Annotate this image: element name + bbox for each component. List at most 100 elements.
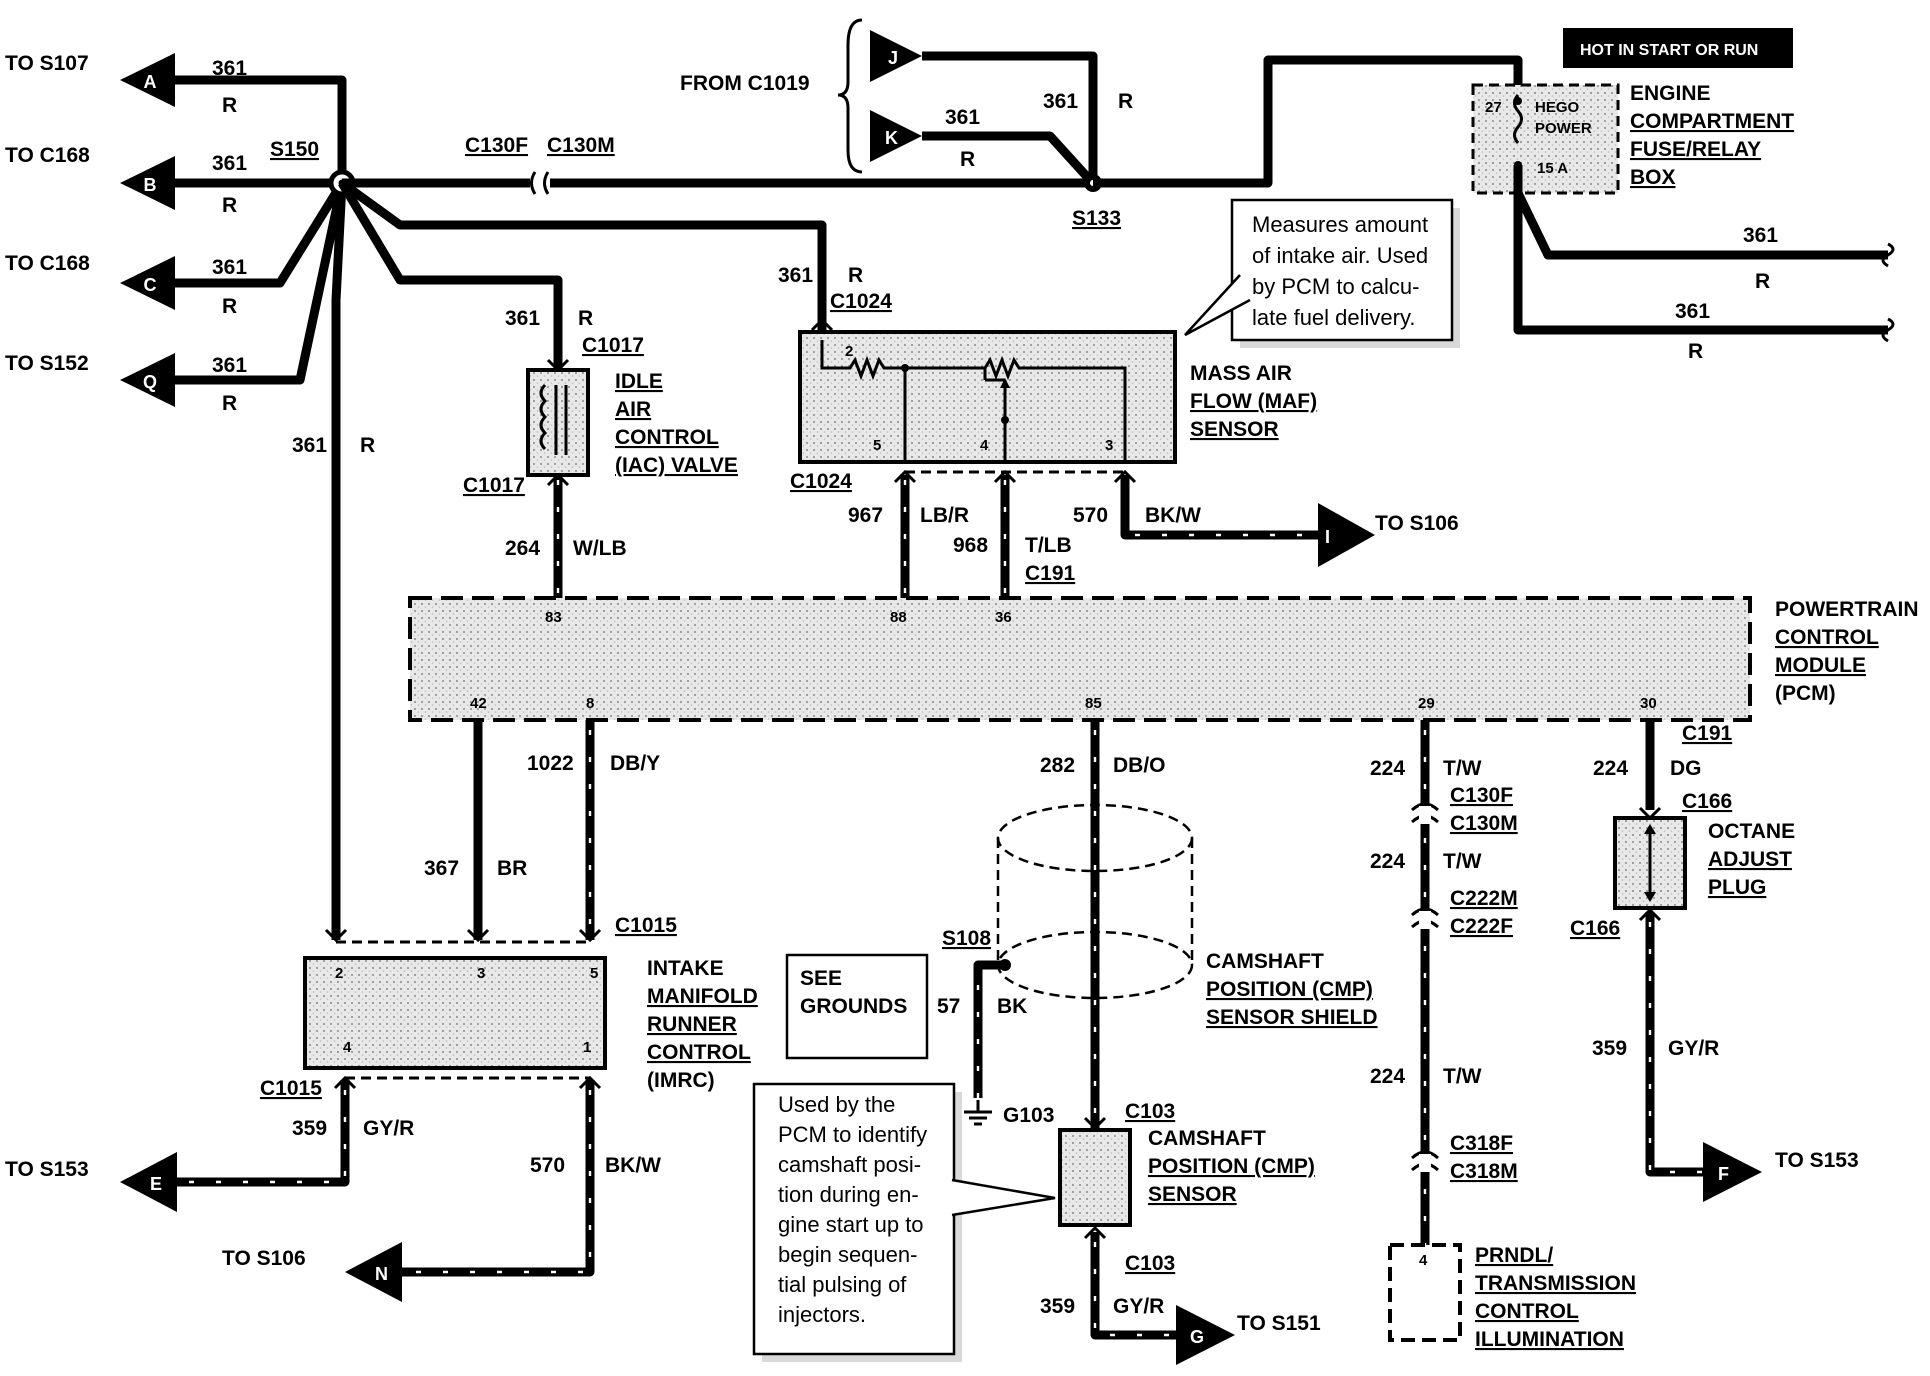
dest-label-a: TO S107 — [5, 52, 89, 75]
dest-label-n: TO S106 — [222, 1247, 306, 1270]
pin-label: 83 — [545, 609, 562, 626]
circuit-color: DB/O — [1113, 754, 1166, 777]
circuit-num: 570 — [1073, 504, 1108, 527]
ground-icon — [964, 1100, 992, 1126]
svg-text:Q: Q — [143, 372, 157, 392]
circuit-num: 361 — [945, 106, 980, 129]
iac-valve — [526, 368, 590, 477]
fuse-box-label: FUSE/RELAY — [1630, 138, 1761, 161]
wire-to-maf — [339, 179, 827, 330]
dest-label-e: TO S153 — [5, 1158, 89, 1181]
octane-label: PLUG — [1708, 876, 1766, 899]
pin-label: 4 — [980, 437, 989, 454]
circuit-num: 361 — [1743, 224, 1778, 247]
connector-c318f: C318F — [1450, 1132, 1513, 1155]
circuit-color: BK/W — [1145, 504, 1201, 527]
cmp-sensor — [1058, 1128, 1132, 1227]
connector-c191-bottom: C191 — [1682, 722, 1733, 745]
pcm-label: CONTROL — [1775, 626, 1879, 649]
splice-label-s150: S150 — [270, 138, 319, 161]
circuit-num: 224 — [1593, 757, 1628, 780]
circuit-color: BR — [497, 857, 527, 880]
pcm-label: POWERTRAIN — [1775, 598, 1919, 621]
dest-label-g: TO S151 — [1237, 1312, 1321, 1335]
circuit-num: 359 — [292, 1117, 327, 1140]
maf-label: FLOW (MAF) — [1190, 390, 1317, 413]
circuit-num: 361 — [212, 152, 247, 175]
pin-label: 1 — [583, 1039, 591, 1056]
wire-359-imrc — [175, 1080, 350, 1187]
circuit-color: R — [360, 434, 375, 457]
circuit-color: T/W — [1443, 1065, 1482, 1088]
wire-570-maf — [1120, 475, 1320, 540]
wire-vertical-361 — [331, 182, 347, 940]
fuse-rating: 15 A — [1537, 160, 1568, 177]
dest-label-i: TO S106 — [1375, 512, 1459, 535]
cmp-note — [752, 1082, 956, 1356]
arrow-a: A — [120, 53, 175, 107]
circuit-color: GY/R — [1113, 1295, 1164, 1318]
circuit-num: 361 — [1043, 90, 1078, 113]
svg-text:C: C — [144, 275, 157, 295]
connector-c166-top: C166 — [1682, 790, 1732, 813]
dest-label-f: TO S153 — [1775, 1149, 1859, 1172]
pin-label: 29 — [1418, 695, 1435, 712]
circuit-color: DG — [1670, 757, 1702, 780]
wire-to-q — [175, 182, 347, 385]
connector-c130f-2: C130F — [1450, 784, 1513, 807]
circuit-num: 361 — [505, 307, 540, 330]
circuit-num: 570 — [530, 1154, 565, 1177]
coil-icon — [539, 383, 548, 451]
note-line: PCM to identify — [778, 1122, 927, 1147]
pin-label: 3 — [1105, 437, 1113, 454]
circuit-num: 359 — [1040, 1295, 1075, 1318]
note-line: of intake air. Used — [1252, 243, 1428, 268]
arrow-q: Q — [120, 353, 175, 407]
circuit-color: R — [1755, 270, 1770, 293]
circuit-color: LB/R — [920, 504, 969, 527]
svg-text:J: J — [888, 48, 898, 68]
octane-label: ADJUST — [1708, 848, 1792, 871]
pin-label: 88 — [890, 609, 907, 626]
circuit-num: 361 — [778, 264, 813, 287]
circuit-num: 282 — [1040, 754, 1075, 777]
connector-c103-bottom: C103 — [1125, 1252, 1175, 1275]
pin-label: 36 — [995, 609, 1012, 626]
fuse-box-label: COMPARTMENT — [1630, 110, 1794, 133]
connector-c318m: C318M — [1450, 1160, 1518, 1183]
circuit-color: T/LB — [1025, 534, 1072, 557]
circuit-color: DB/Y — [610, 752, 660, 775]
connector-c222f: C222F — [1450, 915, 1513, 938]
hot-label-box — [1563, 28, 1793, 68]
pin-label: 5 — [590, 965, 598, 982]
cmp-sensor-label: POSITION (CMP) — [1148, 1155, 1315, 1178]
svg-text:K: K — [885, 128, 898, 148]
bracket-c1019 — [837, 18, 863, 174]
arrow-b: B — [120, 156, 175, 210]
circuit-num: 967 — [848, 504, 883, 527]
from-c1019-label: FROM C1019 — [680, 72, 810, 95]
pin-label: 85 — [1085, 695, 1102, 712]
circuit-color: R — [960, 148, 975, 171]
note-line: gine start up to — [778, 1212, 924, 1237]
connector-c130m: C130M — [547, 134, 615, 157]
prndl-label: PRNDL/ — [1475, 1244, 1553, 1267]
pin-label: 2 — [845, 343, 853, 360]
svg-text:F: F — [1718, 1164, 1729, 1184]
connector-c103-top: C103 — [1125, 1100, 1175, 1123]
grounds-label: GROUNDS — [800, 995, 907, 1018]
fuse-name: POWER — [1535, 120, 1592, 137]
wire-to-a — [175, 75, 347, 183]
iac-label: IDLE — [615, 370, 663, 393]
note-line: by PCM to calcu- — [1252, 274, 1420, 299]
prndl-illumination — [1388, 1243, 1462, 1342]
note-line: Used by the — [778, 1092, 895, 1117]
circuit-num: 264 — [505, 537, 540, 560]
maf-label: MASS AIR — [1190, 362, 1292, 385]
wire-to-c — [175, 180, 346, 288]
arrow-j: J — [870, 30, 922, 82]
circuit-color: GY/R — [363, 1117, 414, 1140]
wire-359-cmp — [1090, 1232, 1178, 1340]
maf-sensor — [798, 330, 1177, 464]
